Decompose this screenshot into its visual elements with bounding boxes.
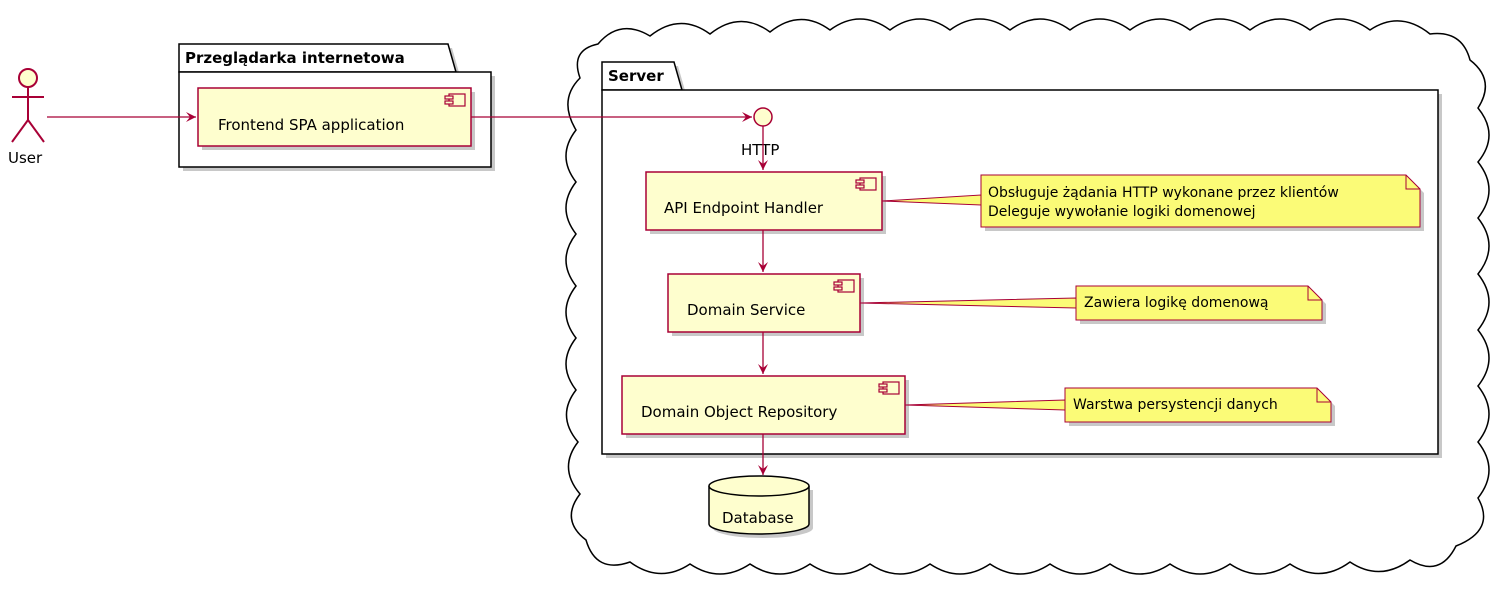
component-icon bbox=[444, 93, 466, 107]
note-api-handler: Obsługuje żądania HTTP wykonane przez kl… bbox=[980, 174, 1424, 231]
frontend-component[interactable]: Frontend SPA application bbox=[197, 87, 475, 150]
note-service-text: Zawiera logikę domenową bbox=[1084, 295, 1268, 311]
domain-service-label: Domain Service bbox=[687, 301, 805, 319]
api-handler-label: API Endpoint Handler bbox=[664, 199, 824, 217]
note-api-line2: Deleguje wywołanie logiki domenowej bbox=[988, 204, 1256, 220]
note-repository-text: Warstwa persystencji danych bbox=[1073, 397, 1278, 413]
browser-package-title: Przeglądarka internetowa bbox=[185, 49, 405, 67]
component-icon bbox=[855, 177, 877, 191]
component-icon bbox=[878, 381, 900, 395]
note-domain-service: Zawiera logikę domenową bbox=[1075, 285, 1326, 324]
api-handler-component[interactable]: API Endpoint Handler bbox=[645, 171, 886, 234]
http-interface[interactable]: HTTP bbox=[741, 107, 779, 159]
note-connectors bbox=[859, 194, 1077, 411]
frontend-label: Frontend SPA application bbox=[218, 116, 404, 134]
domain-service-component[interactable]: Domain Service bbox=[667, 273, 864, 336]
connections bbox=[47, 112, 768, 475]
database-node[interactable]: Database bbox=[708, 475, 813, 538]
server-package-title: Server bbox=[608, 67, 664, 85]
user-actor[interactable]: User bbox=[8, 68, 45, 167]
database-label: Database bbox=[722, 509, 794, 527]
repository-component[interactable]: Domain Object Repository bbox=[621, 375, 909, 438]
repository-label: Domain Object Repository bbox=[641, 403, 837, 421]
component-icon bbox=[833, 279, 855, 293]
note-repository: Warstwa persystencji danych bbox=[1064, 387, 1335, 426]
user-label: User bbox=[8, 149, 43, 167]
note-api-line1: Obsługuje żądania HTTP wykonane przez kl… bbox=[988, 185, 1339, 201]
http-label: HTTP bbox=[741, 141, 779, 159]
